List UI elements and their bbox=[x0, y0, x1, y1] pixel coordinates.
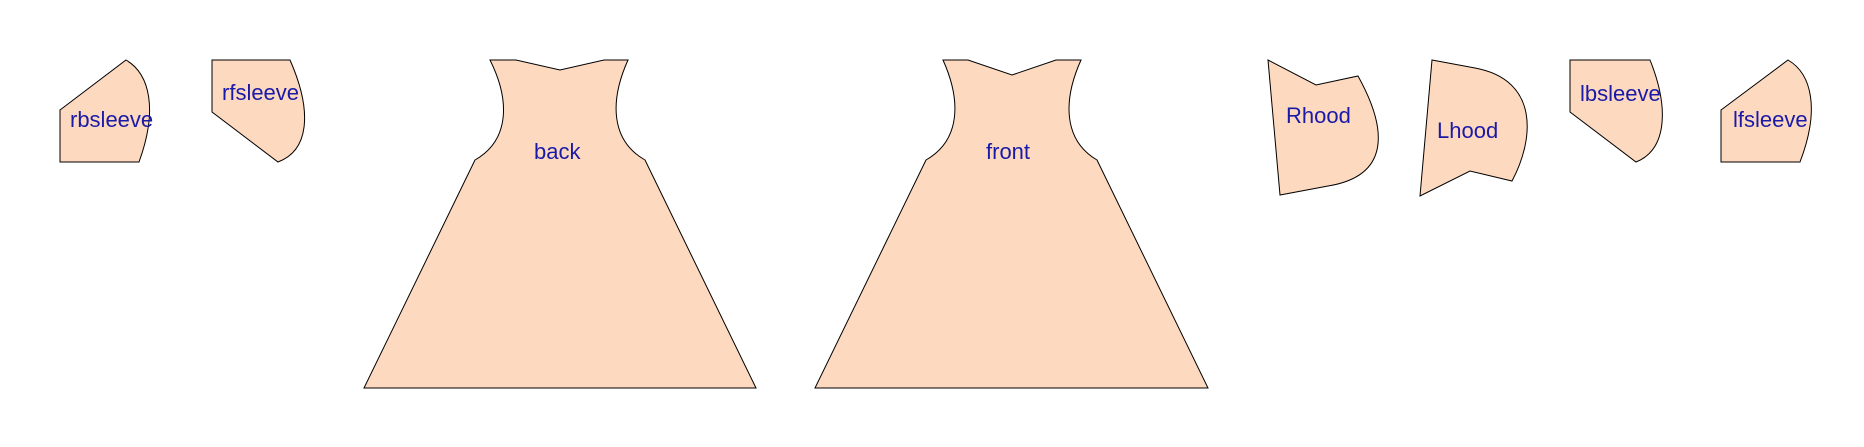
piece-front[interactable]: front bbox=[814, 59, 1209, 389]
piece-back[interactable]: back bbox=[363, 59, 757, 389]
rbsleeve-shape bbox=[59, 59, 151, 163]
back-label: back bbox=[534, 139, 581, 164]
back-shape bbox=[363, 59, 757, 389]
piece-rhood[interactable]: Rhood bbox=[1267, 59, 1379, 196]
lhood-shape bbox=[1419, 59, 1528, 197]
piece-lhood[interactable]: Lhood bbox=[1419, 59, 1528, 197]
rbsleeve-label: rbsleeve bbox=[70, 107, 153, 132]
lfsleeve-shape bbox=[1720, 59, 1812, 163]
lbsleeve-label: lbsleeve bbox=[1580, 81, 1661, 106]
rhood-label: Rhood bbox=[1286, 103, 1351, 128]
piece-lbsleeve[interactable]: lbsleeve bbox=[1569, 59, 1663, 163]
piece-rbsleeve[interactable]: rbsleeve bbox=[59, 59, 153, 163]
lfsleeve-label: lfsleeve bbox=[1733, 107, 1808, 132]
lhood-label: Lhood bbox=[1437, 118, 1498, 143]
front-label: front bbox=[986, 139, 1030, 164]
piece-lfsleeve[interactable]: lfsleeve bbox=[1720, 59, 1812, 163]
lbsleeve-shape bbox=[1569, 59, 1663, 163]
front-shape bbox=[814, 59, 1209, 389]
rfsleeve-label: rfsleeve bbox=[222, 80, 299, 105]
rhood-shape bbox=[1267, 59, 1379, 196]
piece-rfsleeve[interactable]: rfsleeve bbox=[211, 59, 306, 163]
rfsleeve-shape bbox=[211, 59, 306, 163]
